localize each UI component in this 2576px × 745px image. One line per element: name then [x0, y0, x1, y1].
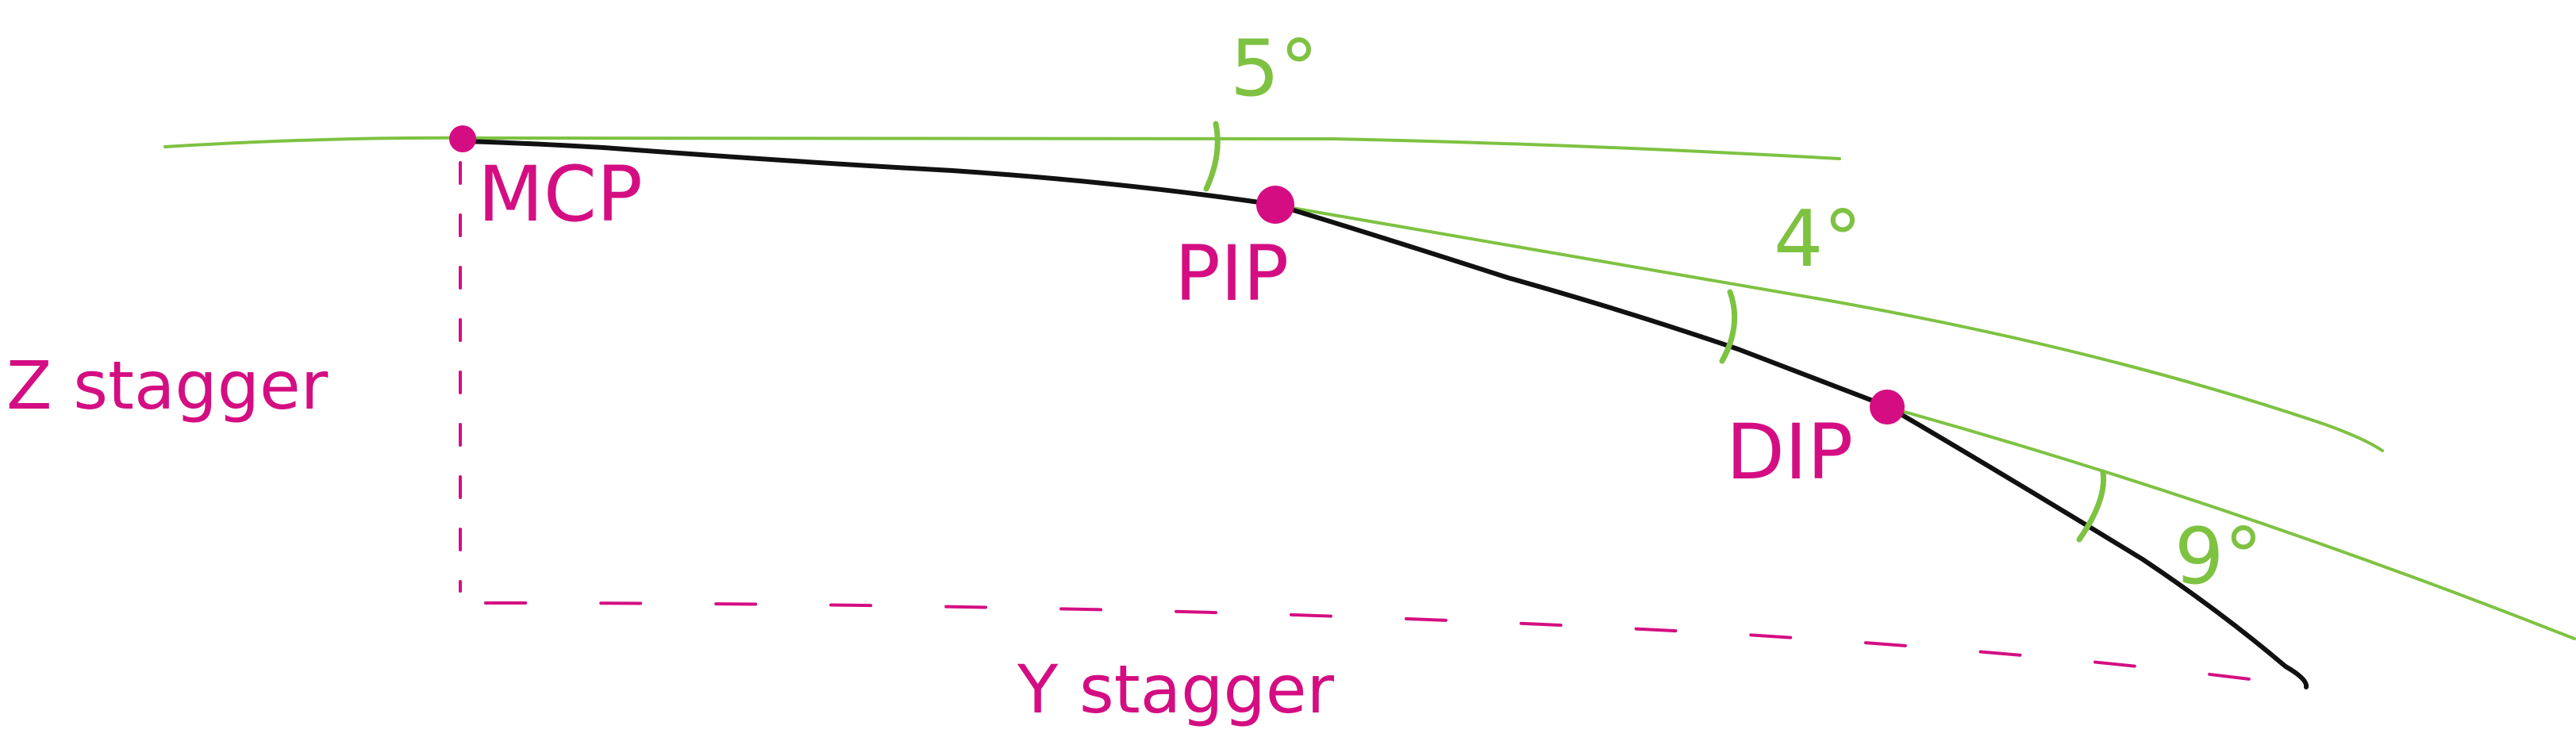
mcp-joint-dot	[449, 125, 476, 152]
pip-label: PIP	[1175, 229, 1289, 318]
z-stagger-label: Z stagger	[6, 347, 329, 424]
pip-dip-angle-arc	[1719, 289, 1738, 364]
dip-label: DIP	[1726, 408, 1853, 497]
y-stagger-dashed-line	[484, 601, 2289, 685]
middle-phalanx	[1273, 202, 1890, 409]
mcp-pip-angle-arc	[1203, 121, 1221, 192]
pip-dip-angle-label: 4°	[1774, 194, 1862, 285]
dip-reference-line	[1886, 405, 2576, 640]
mcp-label: MCP	[478, 150, 643, 239]
proximal-phalanx	[460, 139, 1278, 207]
mcp-reference-line	[163, 136, 1841, 160]
dip-joint-dot	[1870, 390, 1905, 424]
mcp-pip-angle-label: 5°	[1230, 24, 1318, 114]
pip-reference-line	[1272, 203, 2384, 452]
y-stagger-label: Y stagger	[1017, 651, 1335, 728]
pip-joint-dot	[1256, 186, 1294, 224]
dip-tip-angle-label: 9°	[2174, 512, 2263, 602]
dip-tip-angle-arc	[2076, 469, 2107, 543]
distal-phalanx	[1885, 404, 2309, 689]
